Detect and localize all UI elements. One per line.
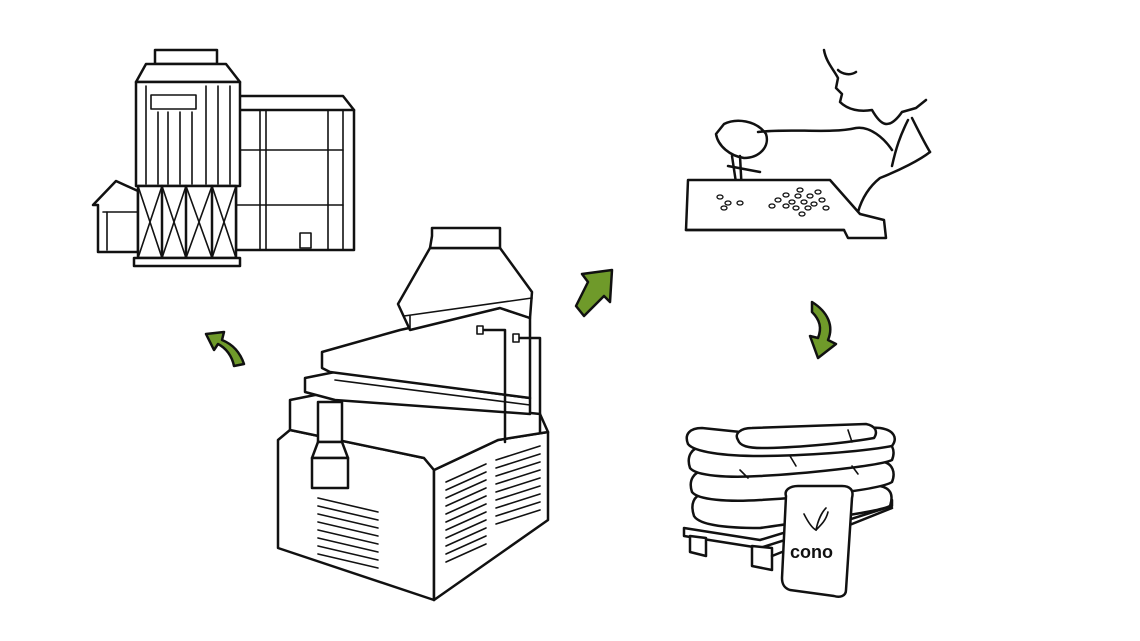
palletized-seed-bags-icon: cono bbox=[682, 422, 896, 598]
arrow-machine-to-silo bbox=[204, 330, 246, 368]
arrow-machine-to-inspection bbox=[574, 268, 614, 318]
seeds bbox=[716, 187, 830, 217]
grain-silo-factory-icon bbox=[91, 48, 356, 268]
bag-logo-text: cono bbox=[790, 542, 833, 562]
curved-arrow-icon bbox=[808, 300, 838, 360]
seed-cleaning-machine-icon bbox=[276, 226, 550, 602]
curved-arrow-icon bbox=[574, 268, 614, 318]
person-inspecting-seeds-icon bbox=[684, 48, 932, 240]
curved-arrow-icon bbox=[204, 330, 246, 368]
arrow-inspection-to-bags bbox=[808, 300, 838, 360]
